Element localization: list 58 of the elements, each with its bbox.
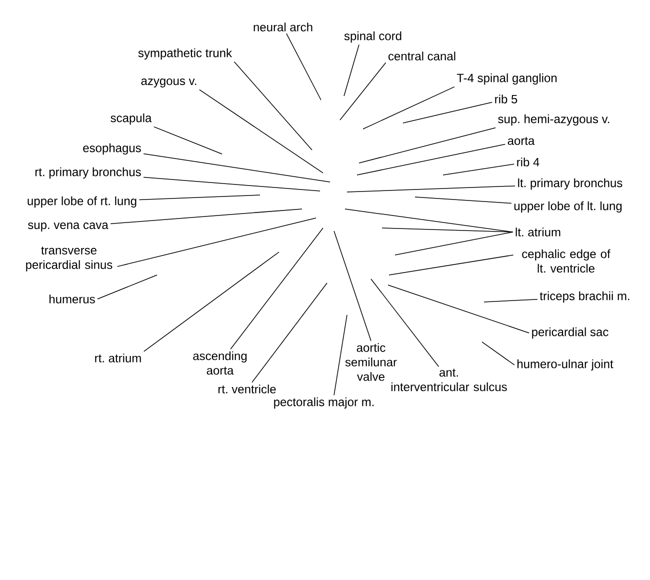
leader-line <box>402 102 492 124</box>
label: neural arch <box>254 22 312 32</box>
leader-line <box>116 218 316 267</box>
label: humerus <box>50 294 95 304</box>
label: upper lobe of rt. lung <box>28 196 136 208</box>
leader-line <box>252 282 328 383</box>
label: sup. hemi-azygous v. <box>498 114 610 126</box>
label: humero-ulnar joint <box>517 359 614 371</box>
label: cephalic edge of lt. ventricle <box>522 249 610 273</box>
leader-line <box>382 228 514 232</box>
leader-line <box>154 126 222 154</box>
leader-line <box>346 186 516 192</box>
label: rt. atrium <box>95 354 141 362</box>
label: spinal cord <box>344 31 402 43</box>
leader-line <box>394 232 514 256</box>
leader-line <box>97 274 158 300</box>
leader-line <box>442 164 514 176</box>
leader-line <box>362 86 455 130</box>
label: pectoralis major m. <box>274 397 374 409</box>
label: triceps brachii m. <box>540 291 630 303</box>
label: lt. primary bronchus <box>518 178 622 190</box>
label: sup. vena cava <box>28 222 108 232</box>
label: upper lobe of lt. lung <box>514 201 622 213</box>
leader-line <box>110 208 302 224</box>
leader-line <box>482 342 515 366</box>
label: sympathetic trunk <box>138 48 232 60</box>
leader-line <box>143 153 330 182</box>
label: central canal <box>388 52 456 60</box>
label: pericardial sac <box>532 327 608 339</box>
leader-line <box>484 298 538 302</box>
leader-line <box>286 33 322 100</box>
label: lt. atrium <box>516 228 560 236</box>
label: rib 5 <box>495 94 518 104</box>
label: rt. ventricle <box>218 384 276 394</box>
label: T-4 spinal ganglion <box>456 73 557 85</box>
leader-line <box>199 89 324 174</box>
label: esophagus <box>83 143 141 155</box>
leader-line <box>388 254 514 276</box>
leader-line <box>358 127 496 164</box>
leader-line <box>144 252 280 352</box>
label: aorta <box>508 137 535 145</box>
leader-line <box>388 284 530 334</box>
leader-line <box>344 44 360 96</box>
leader-line <box>138 194 260 200</box>
leader-line <box>340 62 386 120</box>
label: transverse pericardial sinus <box>26 246 112 272</box>
leader-line <box>370 278 440 367</box>
label: scapula <box>110 113 152 125</box>
label: rib 4 <box>517 158 540 166</box>
label: rt. primary bronchus <box>35 167 141 179</box>
leader-line <box>356 144 506 176</box>
leader-line <box>234 61 312 150</box>
label: azygous v. <box>141 78 196 88</box>
leader-line <box>230 228 324 350</box>
leader-line <box>334 230 372 342</box>
leader-line <box>334 314 348 396</box>
leader-line <box>143 176 320 192</box>
leader-line <box>414 196 512 204</box>
